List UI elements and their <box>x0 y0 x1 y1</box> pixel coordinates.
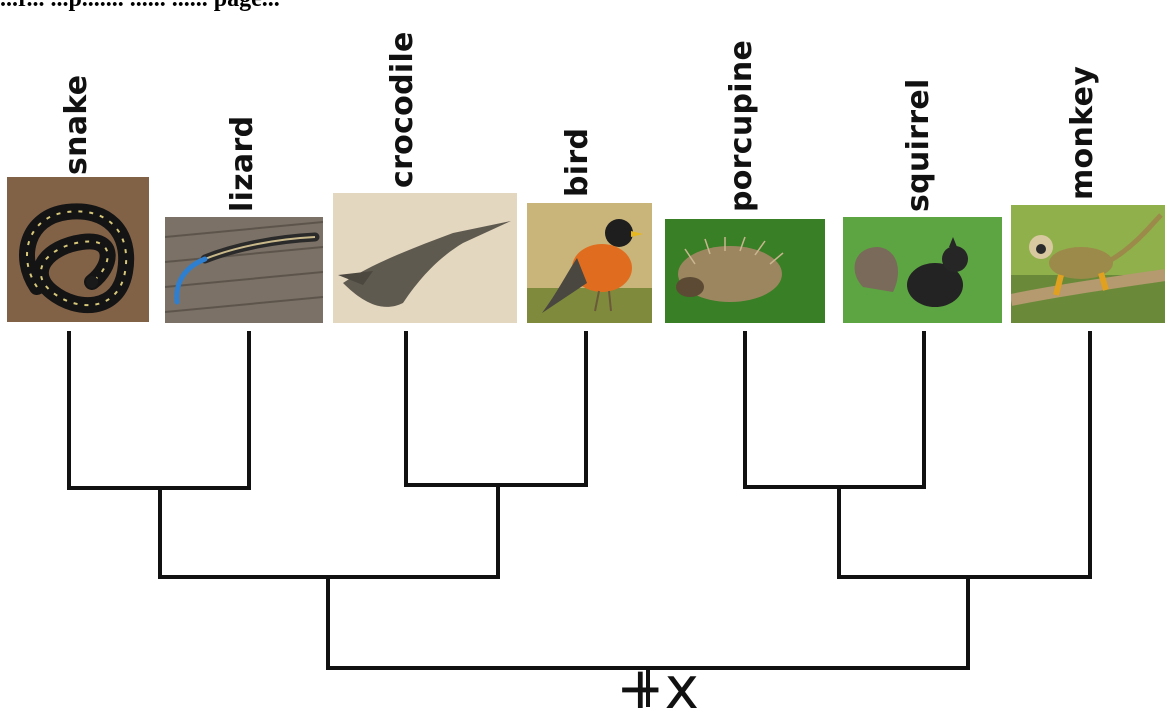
branch-porcupine-squirrel <box>745 333 924 487</box>
root-marker: +x <box>616 658 699 718</box>
branch-crocodile-bird <box>406 333 586 485</box>
branch-rodents-monkey <box>839 333 1090 577</box>
branch-reptiles-birds <box>160 485 498 577</box>
branch-snake-lizard <box>69 333 249 488</box>
